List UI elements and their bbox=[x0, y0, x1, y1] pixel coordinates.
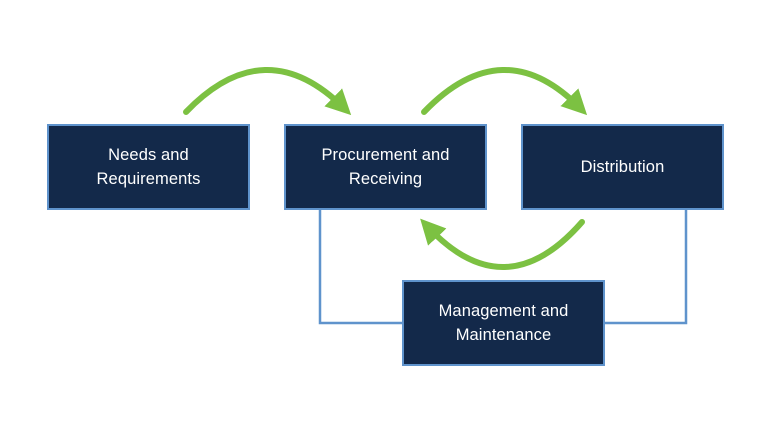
arrow-procurement-to-distribution bbox=[421, 67, 588, 116]
node-label: Procurement and Receiving bbox=[321, 146, 450, 188]
node-procurement-and-receiving: Procurement and Receiving bbox=[284, 124, 487, 210]
node-label: Needs and Requirements bbox=[96, 146, 201, 188]
arrow-distribution-to-procurement bbox=[420, 218, 585, 270]
node-label: Management and Maintenance bbox=[438, 302, 569, 344]
node-distribution: Distribution bbox=[521, 124, 724, 210]
connector-distribution-management bbox=[605, 210, 688, 325]
arrow-needs-to-procurement bbox=[183, 67, 352, 116]
node-label: Distribution bbox=[580, 158, 665, 176]
node-needs-and-requirements: Needs and Requirements bbox=[47, 124, 250, 210]
connector-procurement-management bbox=[318, 210, 402, 325]
node-management-and-maintenance: Management and Maintenance bbox=[402, 280, 605, 366]
